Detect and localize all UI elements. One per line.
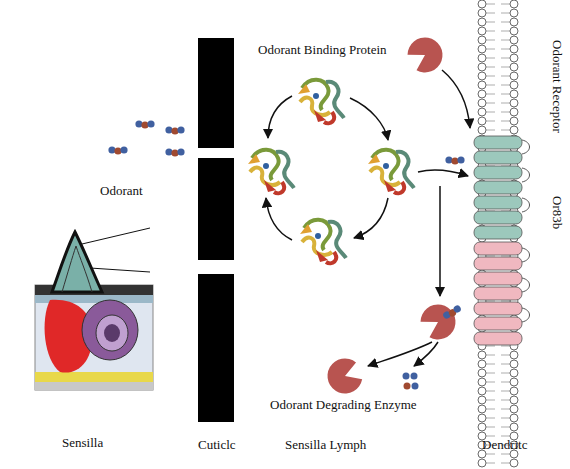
- lymph-label: Sensilla Lymph: [285, 438, 366, 452]
- cuticle-bars: [198, 38, 234, 422]
- sensilla-label: Sensilla: [62, 436, 103, 450]
- pathway-arrows: [368, 70, 470, 366]
- sensilla-inset: [35, 228, 153, 390]
- dendrite-label: Dendritc: [482, 438, 527, 452]
- enzyme-label: Odorant Degrading Enzyme: [270, 398, 417, 412]
- binding-proteins: [248, 80, 414, 264]
- cuticle-label: Cuticlc: [198, 438, 236, 452]
- odorant-molecules: [108, 120, 184, 156]
- odorant-label: Odorant: [100, 184, 143, 198]
- receptor-name: Or83b: [550, 196, 564, 229]
- receptor-label: Odorant Receptor: [550, 40, 564, 133]
- odorant-receptor: [474, 136, 530, 345]
- degrading-enzymes: [323, 31, 463, 398]
- title-label: Odorant Binding Protein: [258, 43, 387, 57]
